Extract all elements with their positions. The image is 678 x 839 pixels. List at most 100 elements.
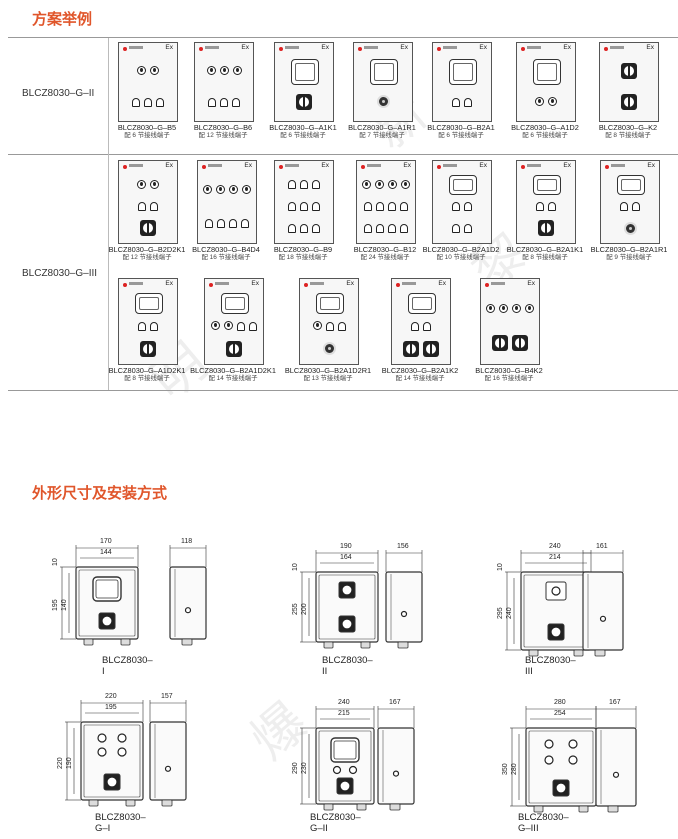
- indicator-lamp-icon: [203, 185, 212, 194]
- push-button-icon: [400, 224, 408, 233]
- control-shape: [551, 586, 561, 596]
- selector-switch-icon: [538, 220, 554, 236]
- table-row-divider: [8, 154, 678, 155]
- terminal-note: 配 16 节接线端子: [484, 375, 534, 382]
- model-name: BLCZ8030–G–B2A1: [427, 123, 495, 132]
- selector-switch-icon: [621, 62, 637, 79]
- brand-logo-icon: [199, 47, 203, 51]
- section-title-scheme: 方案举例: [32, 10, 93, 28]
- ex-mark: Ex: [321, 44, 329, 51]
- control-shape: [97, 733, 107, 743]
- control-shape: [97, 747, 107, 757]
- outline-shape: [323, 641, 334, 649]
- dimension-width-inner: 195: [105, 704, 117, 711]
- meter-window: [291, 58, 319, 85]
- terminal-note: 配 14 节接线端子: [208, 375, 258, 382]
- model-name: BLCZ8030–G–B2A1K2: [381, 366, 459, 375]
- brand-logo-text-mark: [310, 282, 324, 285]
- dimension-width-outer: 170: [100, 538, 112, 545]
- model-name: BLCZ8030–G–B2A1D2: [422, 245, 500, 254]
- indicator-lamp-icon: [486, 303, 495, 313]
- push-button-icon: [205, 218, 213, 228]
- enclosure-box: Ex: [353, 42, 413, 122]
- enclosure-box: Ex: [299, 278, 359, 365]
- push-button-icon: [337, 321, 346, 331]
- outline-shape: [533, 805, 544, 813]
- outline-shape: [578, 805, 589, 813]
- row-label-II: BLCZ8030–G–II: [22, 88, 95, 99]
- brand-logo-text-mark: [610, 46, 624, 49]
- brand-logo-text-mark: [527, 46, 541, 49]
- brand-logo-text-mark: [205, 46, 219, 49]
- rotary-knob-icon: [376, 95, 390, 108]
- push-button-icon: [241, 218, 249, 228]
- outline-shape: [181, 638, 193, 646]
- push-button-icon: [452, 202, 460, 211]
- indicator-lamp-icon: [206, 66, 216, 75]
- brand-logo-text-mark: [611, 164, 625, 167]
- push-button-icon: [138, 202, 146, 211]
- outline-shape: [80, 721, 144, 801]
- brand-logo-text-mark: [129, 282, 143, 285]
- terminal-note: 配 6 节接线端子: [438, 132, 484, 139]
- indicator-lamp-icon: [548, 97, 557, 106]
- model-name: BLCZ8030–G–B2A1D2R1: [284, 366, 372, 375]
- indicator-lamp-icon: [525, 303, 534, 313]
- indicator-lamp-icon: [499, 303, 508, 313]
- control-shape: [341, 584, 353, 596]
- push-button-icon: [300, 224, 308, 233]
- push-button-icon: [150, 202, 158, 211]
- brand-logo-icon: [279, 165, 283, 169]
- brand-logo-text-mark: [402, 282, 416, 285]
- push-button-icon: [288, 180, 296, 189]
- drawing-label: BLCZ8030–III: [525, 655, 576, 677]
- selector-switch-icon: [140, 340, 156, 357]
- push-button-icon: [208, 97, 216, 107]
- push-button-icon: [217, 218, 225, 228]
- meter-window: [316, 293, 344, 314]
- ex-mark: Ex: [646, 44, 654, 51]
- dimension-width-inner: 164: [340, 554, 352, 561]
- push-button-icon: [288, 202, 296, 211]
- model-name: BLCZ8030–G–A1D2K1: [108, 366, 186, 375]
- push-button-icon: [464, 224, 472, 233]
- terminal-note: 配 24 节接线端子: [360, 254, 410, 261]
- model-name: BLCZ8030–G–A1R1: [348, 123, 416, 132]
- brand-logo-icon: [358, 47, 362, 51]
- control-shape: [612, 771, 620, 778]
- model-name: BLCZ8030–G–B4K2: [475, 366, 543, 375]
- push-button-icon: [300, 180, 308, 189]
- terminal-note: 配 6 节接线端子: [124, 132, 170, 139]
- drawing-label: BLCZ8030–G–II: [310, 812, 361, 834]
- outline-shape: [161, 799, 173, 807]
- indicator-lamp-icon: [232, 66, 242, 75]
- drawing-label: BLCZ8030–I: [102, 655, 153, 677]
- ex-mark: Ex: [244, 162, 252, 169]
- enclosure-box: Ex: [274, 42, 334, 122]
- dimension-depth: 157: [161, 693, 173, 700]
- rotary-knob-icon: [322, 342, 336, 355]
- outline-shape: [318, 730, 372, 802]
- ex-mark: Ex: [241, 44, 249, 51]
- ex-mark: Ex: [165, 280, 173, 287]
- push-button-icon: [156, 97, 164, 107]
- brand-logo-text-mark: [527, 164, 541, 167]
- push-button-icon: [400, 202, 408, 211]
- brand-logo-icon: [521, 47, 525, 51]
- push-button-icon: [237, 321, 245, 331]
- push-button-icon: [632, 202, 640, 211]
- push-button-icon: [548, 202, 556, 211]
- indicator-lamp-icon: [362, 179, 371, 189]
- dimension-height-inner: 280: [511, 763, 518, 775]
